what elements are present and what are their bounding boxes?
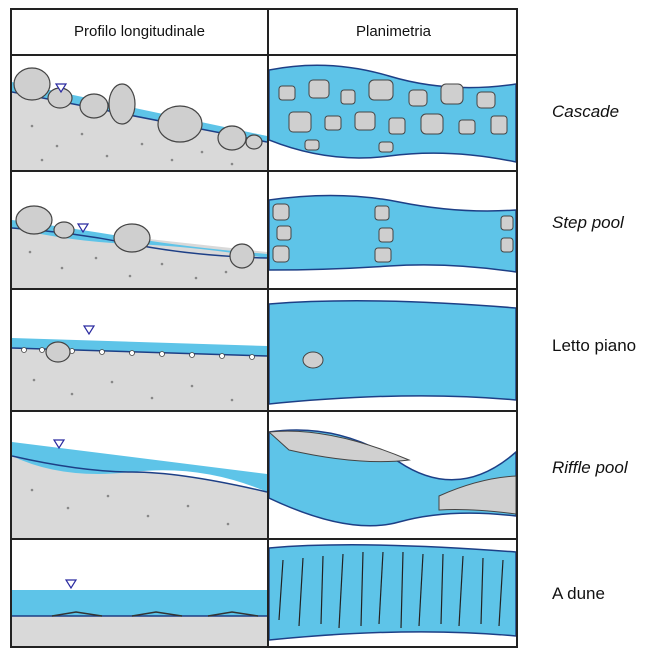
row-label-plane-bed: Letto piano	[552, 336, 636, 356]
profile-column-header: Profilo longitudinale	[12, 10, 267, 54]
dune-profile	[12, 540, 267, 646]
row-label-riffle-pool: Riffle pool	[552, 458, 628, 478]
step-pool-profile	[12, 172, 267, 288]
row-label-dune: A dune	[552, 584, 605, 604]
riffle-pool-plan	[269, 412, 516, 538]
plane-bed-profile	[12, 290, 267, 410]
riffle-pool-profile	[12, 412, 267, 538]
step-pool-plan	[269, 172, 516, 288]
plan-column-header: Planimetria	[269, 10, 518, 54]
row-label-cascade: Cascade	[552, 102, 619, 122]
diagram-frame: Profilo longitudinale Planimetria	[10, 8, 518, 648]
cascade-profile	[12, 56, 267, 170]
row-label-step-pool: Step pool	[552, 213, 624, 233]
cascade-plan	[269, 56, 516, 170]
dune-plan	[269, 540, 516, 646]
plane-bed-plan	[269, 290, 516, 410]
